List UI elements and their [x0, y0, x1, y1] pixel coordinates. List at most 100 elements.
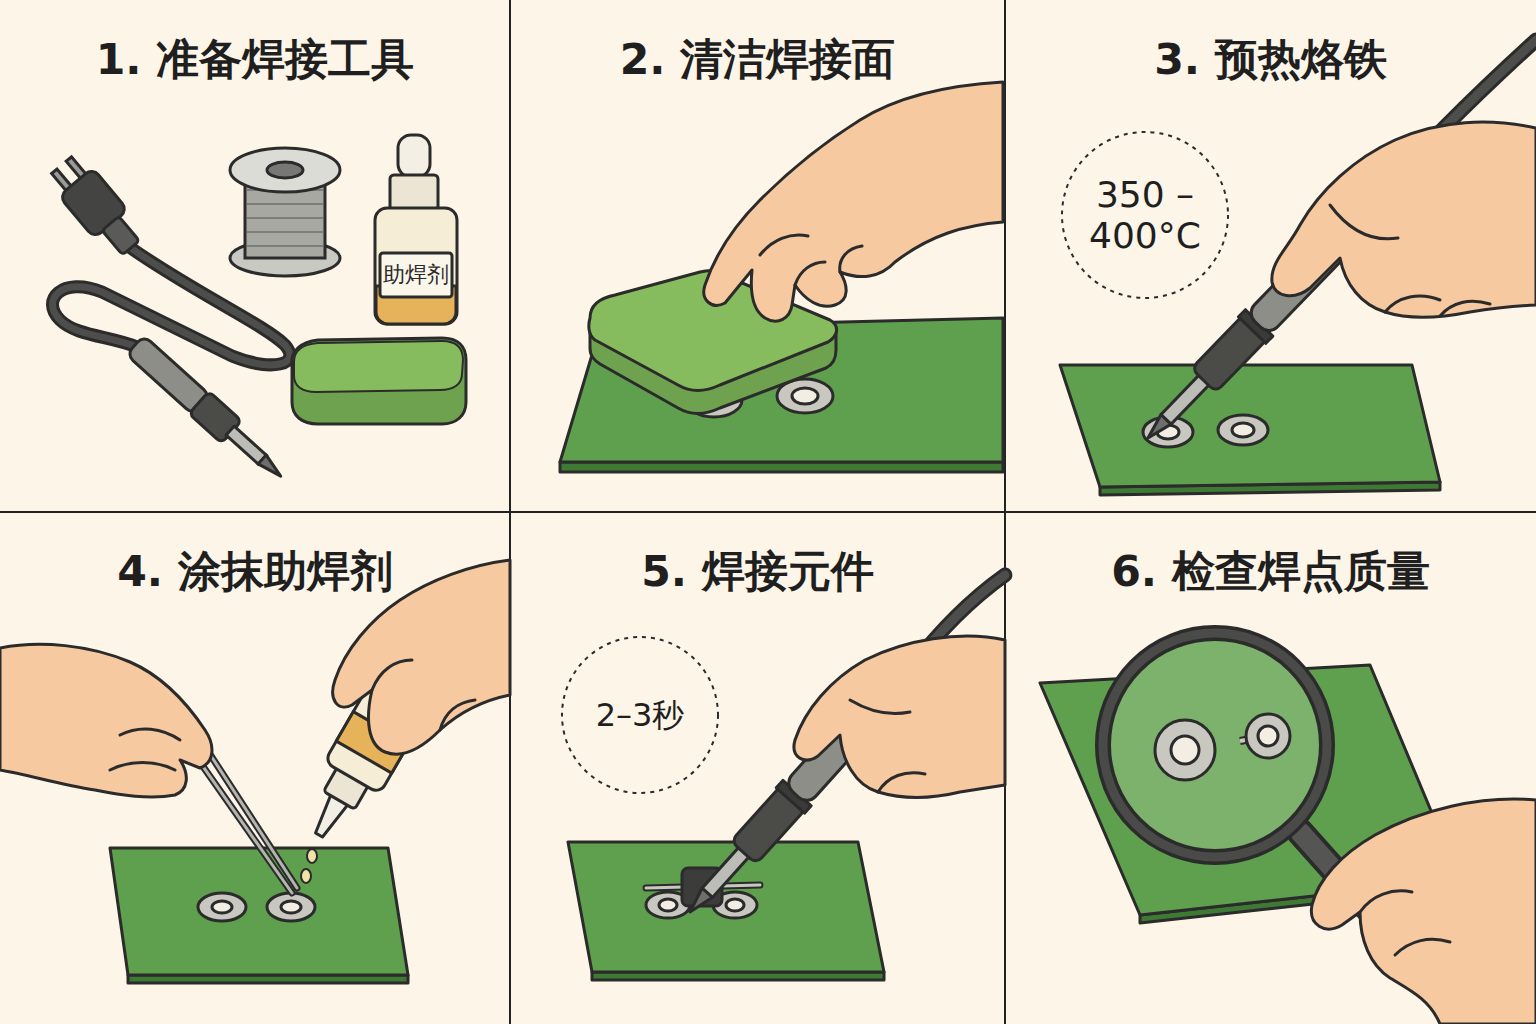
solder-spool: [247, 203, 323, 205]
hand: [0, 644, 212, 797]
solder-pad: [792, 388, 818, 404]
solder-spool: [230, 148, 340, 192]
circuit-board: [110, 848, 408, 983]
hand: [1395, 939, 1450, 955]
cleaning-sponge: [292, 338, 466, 424]
circuit-board: [568, 842, 884, 980]
hand: [704, 82, 1003, 321]
solder-spool: [267, 162, 303, 178]
solder-spool: [247, 217, 323, 219]
flux-bottle: [380, 253, 452, 297]
solder-pad: [1218, 415, 1268, 445]
hand: [840, 246, 862, 272]
hand: [850, 700, 910, 714]
solder-pad: [198, 893, 315, 921]
hand: [704, 82, 1003, 321]
hand: [1311, 799, 1536, 1024]
callout-circle: 350 – 400°C: [1060, 130, 1230, 300]
tweezers: [190, 748, 292, 893]
hand: [0, 644, 212, 797]
hand: [440, 700, 475, 730]
hand: [794, 636, 1005, 797]
hand: [760, 235, 808, 255]
magnifying-glass: [1103, 633, 1327, 857]
bottle-label: 助焊剂: [383, 263, 449, 287]
solder-spool: [247, 190, 323, 246]
circuit-board: [568, 842, 884, 972]
callout-outline: [562, 637, 718, 793]
solder-pad: [212, 901, 232, 913]
magnifying-glass: [1258, 726, 1278, 746]
cleaning-sponge: [292, 338, 466, 424]
soldering-iron: [702, 846, 750, 897]
flux-bottle: [375, 208, 457, 324]
hand: [1272, 122, 1536, 317]
callout-text: 350 – 400°C: [1075, 174, 1215, 257]
magnifying-glass: [1155, 720, 1215, 780]
step-title: 5. 焊接元件: [510, 546, 1005, 597]
power-plug: [102, 216, 139, 255]
circuit-board: [1060, 365, 1440, 495]
step-panel: 4. 涂抹助焊剂: [0, 512, 510, 1024]
power-plug: [45, 151, 148, 262]
solder-pad: [1232, 423, 1254, 437]
solder-pad: [659, 899, 677, 911]
soldering-iron: [1161, 374, 1210, 424]
magnifying-glass: [1171, 736, 1199, 764]
magnifying-glass: [1103, 633, 1327, 857]
tweezers: [202, 742, 297, 888]
hand: [372, 660, 412, 690]
step-panel: 2–3秒 5. 焊接元件: [510, 512, 1005, 1024]
hand: [1440, 301, 1490, 316]
step-panel: 350 – 400°C 3. 预热烙铁: [1005, 0, 1536, 512]
flux-bottle: [375, 135, 457, 324]
callout-circle: 2–3秒: [560, 635, 720, 795]
cleaning-sponge: [294, 341, 463, 392]
hand: [120, 729, 180, 740]
step-panel: 2. 清洁焊接面: [510, 0, 1005, 512]
callout-outline: [1062, 132, 1228, 298]
hand: [1272, 122, 1536, 317]
flux-bottle: [398, 135, 430, 177]
circuit-board: [1060, 365, 1440, 487]
panel-divider: [0, 511, 1536, 513]
hand: [794, 636, 1005, 797]
step-title: 2. 清洁焊接面: [510, 34, 1005, 85]
solder-spool: [230, 148, 340, 276]
flux-drop: [301, 849, 317, 883]
hand: [1385, 296, 1440, 312]
solder-pad: [267, 893, 315, 921]
step-title: 4. 涂抹助焊剂: [0, 546, 510, 597]
flux-bottle: [390, 175, 438, 210]
soldering-iron: [258, 455, 285, 481]
step-panel: 6. 检查焊点质量: [1005, 512, 1536, 1024]
solder-pad: [198, 893, 246, 921]
hand: [1311, 799, 1536, 1024]
flux-drop: [301, 869, 311, 883]
magnifying-glass: [1103, 633, 1327, 857]
magnifying-glass: [1103, 633, 1327, 857]
flux-drop: [307, 849, 317, 863]
solder-pad: [726, 899, 744, 911]
magnifying-glass: [1246, 714, 1290, 758]
callout-text: 2–3秒: [575, 697, 705, 734]
solder-spool: [247, 231, 323, 233]
soldering-iron: [125, 334, 291, 487]
hand: [878, 773, 925, 792]
hand: [1330, 205, 1398, 239]
circuit-board: [110, 848, 408, 975]
step-title: 6. 检查焊点质量: [1005, 546, 1536, 597]
hand: [110, 763, 175, 771]
solder-spool: [247, 245, 323, 247]
tweezers: [190, 748, 292, 893]
tweezers: [202, 742, 297, 888]
step-panel: 1. 准备焊接工具: [0, 0, 510, 512]
hand: [795, 262, 825, 285]
step-title: 3. 预热烙铁: [1005, 34, 1536, 85]
solder-pad: [281, 901, 301, 913]
hand: [1360, 891, 1412, 912]
step-title: 1. 准备焊接工具: [0, 34, 510, 85]
